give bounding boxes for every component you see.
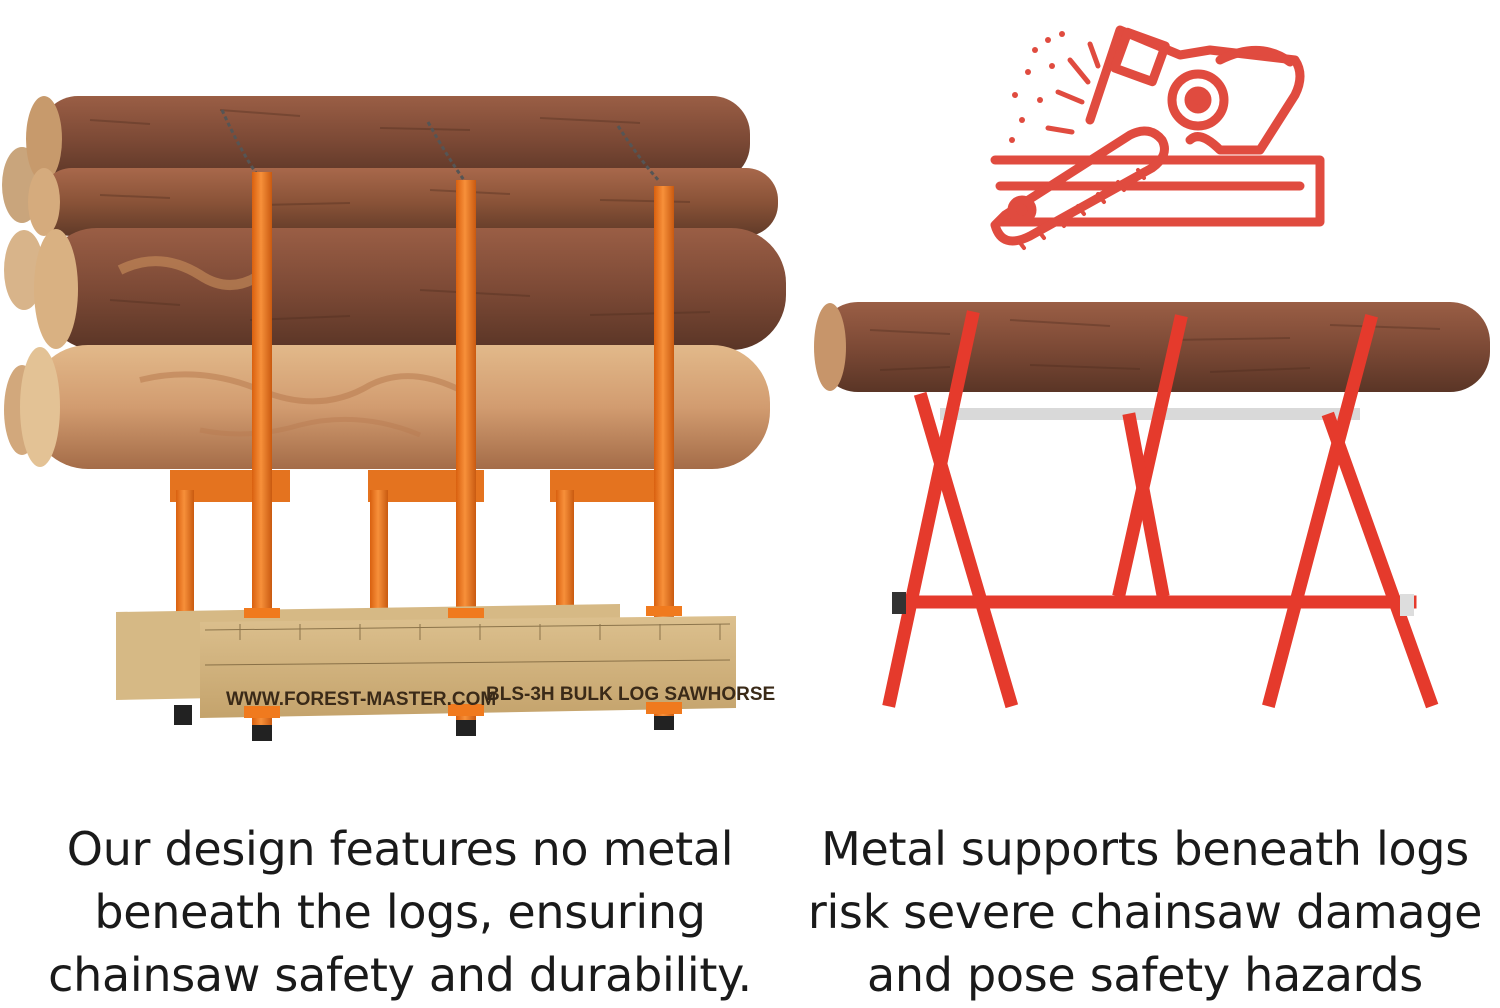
chain (220, 109, 662, 184)
red-metal-frame (882, 310, 1439, 709)
left-caption: Our design features no metal beneath the… (40, 818, 760, 1007)
orange-frame (170, 172, 674, 741)
log-stack (2, 96, 786, 469)
bulk-sawhorse-illustration: WWW.FOREST-MASTER.COM BLS-3H BULK LOG SA… (2, 96, 786, 741)
chainsaw-cutting-icon (990, 25, 1325, 250)
board-url-text: WWW.FOREST-MASTER.COM (226, 689, 496, 710)
log (42, 228, 786, 350)
caption-line: chainsaw safety and durability. (48, 948, 752, 1002)
right-caption: Metal supports beneath logs risk severe … (790, 818, 1500, 1007)
log (814, 302, 1490, 392)
metal-sawhorse-illustration (814, 25, 1490, 709)
caption-line: and pose safety hazards (867, 948, 1423, 1002)
bulk-sawhorse-panel: WWW.FOREST-MASTER.COM BLS-3H BULK LOG SA… (2, 96, 786, 1007)
plywood-board: WWW.FOREST-MASTER.COM BLS-3H BULK LOG SA… (116, 604, 775, 718)
log (40, 96, 750, 182)
metal-sawhorse-panel: Metal supports beneath logs risk severe … (790, 0, 1500, 1008)
caption-line: Metal supports beneath logs (821, 822, 1469, 876)
metal-crossbar (940, 408, 1360, 420)
caption-line: beneath the logs, ensuring (94, 885, 706, 939)
hinge (892, 592, 906, 614)
board-model-text: BLS-3H BULK LOG SAWHORSE (486, 684, 775, 705)
caption-line: Our design features no metal (66, 822, 734, 876)
log (40, 168, 778, 236)
caption-line: risk severe chainsaw damage (807, 885, 1483, 939)
hinge (1400, 594, 1414, 616)
